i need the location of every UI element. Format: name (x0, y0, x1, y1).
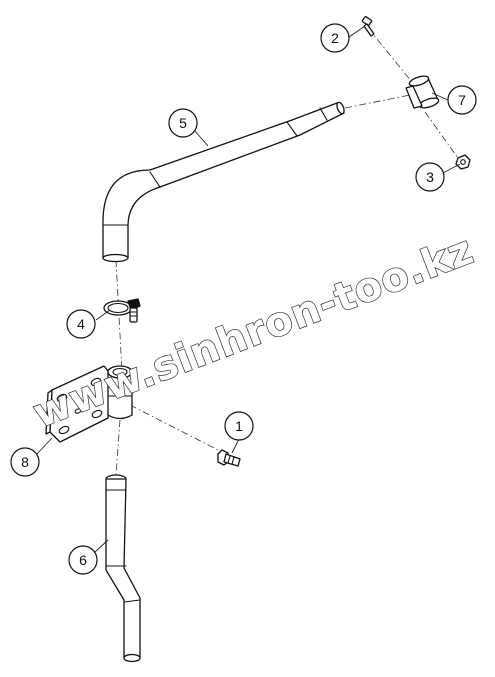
callout-8: 8 (10, 447, 40, 477)
callout-2: 2 (320, 23, 350, 53)
leader-lines (35, 25, 461, 553)
callout-6: 6 (68, 545, 98, 575)
part-7-end-cap (405, 75, 440, 109)
part-4-clamp-ring (103, 298, 141, 323)
callout-label: 2 (331, 30, 339, 46)
callout-label: 5 (179, 115, 187, 131)
part-6-offset-tube (105, 474, 141, 663)
callout-label: 1 (235, 418, 243, 434)
part-5-bent-tube (102, 101, 345, 263)
callout-label: 7 (458, 92, 466, 108)
callout-3: 3 (415, 162, 445, 192)
part-1-bolt (217, 449, 241, 467)
callout-label: 4 (77, 316, 85, 332)
callout-5: 5 (168, 108, 198, 138)
callout-label: 3 (426, 169, 434, 185)
part-8-mounting-bracket (45, 365, 133, 443)
watermark-text: www.sinhron-too.kz (27, 227, 480, 437)
callout-label: 6 (79, 552, 87, 568)
callout-7: 7 (447, 85, 477, 115)
part-3-nut (455, 154, 471, 170)
callout-1: 1 (224, 411, 254, 441)
assembly-axes (115, 27, 459, 476)
callout-4: 4 (66, 309, 96, 339)
part-2-screw (361, 15, 375, 37)
callout-label: 8 (21, 454, 29, 470)
